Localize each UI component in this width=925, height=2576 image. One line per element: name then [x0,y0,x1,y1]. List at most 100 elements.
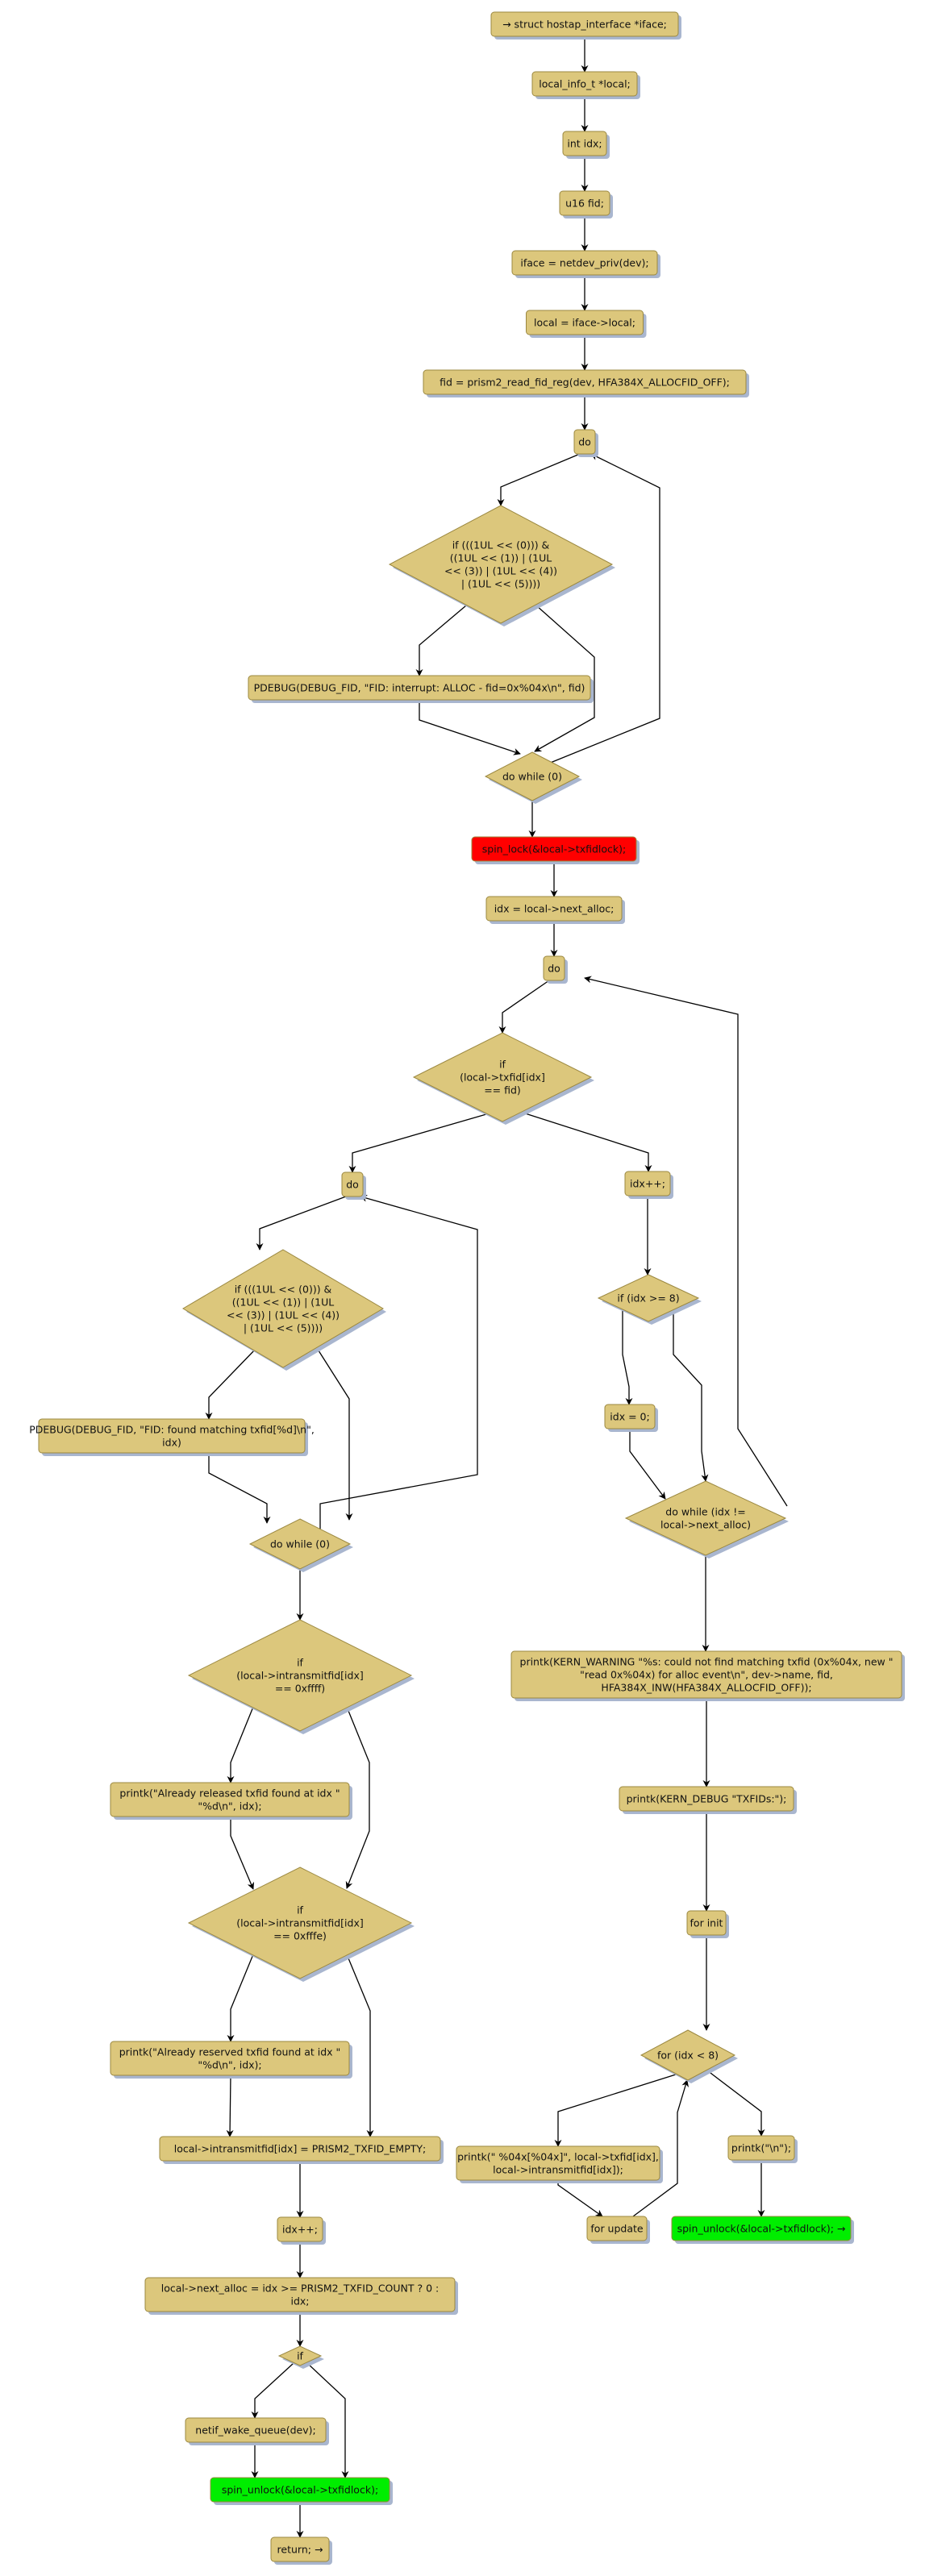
node-label: | (1UL << (5)))) [461,578,540,590]
box-shape [159,2136,441,2162]
box-shape [559,190,610,216]
node-label: do [578,436,591,448]
diamond-shape [187,1619,413,1732]
node-dowhile3[interactable]: do while (0) [248,1518,353,1572]
diamond-shape [412,1032,593,1122]
node-label: return; → [277,2544,323,2556]
node-label: ((1UL << (1)) | (1UL [232,1296,334,1309]
node-idx-next[interactable]: idx = local->next_alloc; [485,896,625,924]
diamond-shape [640,2029,736,2081]
node-label: printk(KERN_WARNING "%s: could not find … [520,1656,894,1668]
flow-edge [208,1453,271,1524]
flow-edge [226,2075,234,2137]
node-label: spin_unlock(&local->txfidlock); [222,2484,378,2496]
node-iface-assign[interactable]: iface = netdev_priv(dev); [511,250,660,278]
box-shape [604,1404,656,1429]
node-if-ffff[interactable]: if(local->intransmitfid[idx]== 0xffff) [187,1619,415,1734]
node-label: << (3)) | (1UL << (4)) [444,565,557,577]
node-unlock-right[interactable]: spin_unlock(&local->txfidlock); → [671,2216,854,2244]
box-shape [38,1418,306,1454]
node-local-assign[interactable]: local = iface->local; [526,310,647,338]
node-label: idx++; [282,2224,318,2236]
node-fid-read[interactable]: fid = prism2_read_fid_reg(dev, HFA384X_A… [423,369,749,397]
flow-edge [306,2362,349,2478]
node-label: PDEBUG(DEBUG_FID, "FID: found matching t… [29,1424,315,1436]
node-local-decl[interactable]: local_info_t *local; [531,71,640,99]
box-shape [573,429,596,455]
node-label: → struct hostap_interface *iface; [502,19,667,31]
node-if-txfid[interactable]: if(local->txfid[idx]== fid) [412,1032,594,1125]
node-if-debug1[interactable]: if (((1UL << (0))) &((1UL << (1)) | (1UL… [388,505,615,626]
box-shape [110,1782,350,1817]
node-idx-inc-left[interactable]: idx++; [277,2216,326,2245]
node-idx-decl[interactable]: int idx; [562,131,610,159]
diamond-shape [248,1518,352,1570]
node-if-small[interactable]: if [277,2345,324,2369]
node-for-update[interactable]: for update [586,2216,650,2244]
node-label: idx = local->next_alloc; [494,903,615,915]
node-label: if [297,1904,303,1916]
node-unlock-left[interactable]: spin_unlock(&local->txfidlock); [210,2477,393,2505]
node-fid-decl[interactable]: u16 fid; [559,190,613,218]
box-shape [531,71,638,97]
node-label: idx) [162,1437,181,1449]
diamond-shape [388,505,614,624]
node-for-init[interactable]: for init [686,1910,729,1938]
box-shape [277,2216,323,2242]
box-shape [686,1910,727,1936]
diamond-shape [484,751,581,801]
diamond-shape [624,1480,787,1556]
node-label: printk("Already released txfid found at … [119,1787,340,1800]
node-wake-queue[interactable]: netif_wake_queue(dev); [185,2417,329,2445]
box-shape [562,131,607,156]
node-if-debug2[interactable]: if (((1UL << (0))) &((1UL << (1)) | (1UL… [182,1249,386,1371]
box-shape [456,2145,660,2181]
node-dowhile2[interactable]: do while (idx !=local->next_alloc) [624,1480,789,1559]
node-spin-lock[interactable]: spin_lock(&local->txfidlock); [471,836,640,864]
flow-edge [632,2079,689,2217]
node-pdebug2[interactable]: PDEBUG(DEBUG_FID, "FID: found matching t… [29,1418,315,1456]
node-label: | (1UL << (5)))) [244,1322,323,1334]
node-label: if (((1UL << (0))) & [235,1284,332,1296]
node-label: fid = prism2_read_fid_reg(dev, HFA384X_A… [440,377,730,389]
flow-edge [205,1347,257,1420]
node-do2[interactable]: do [543,955,568,984]
node-set-empty[interactable]: local->intransmitfid[idx] = PRISM2_TXFID… [159,2136,444,2164]
node-label: local_info_t *local; [539,78,631,90]
flow-edge [415,605,467,676]
node-label: printk("\n"); [731,2142,791,2154]
node-label: if [297,1657,303,1669]
flow-edge [557,2180,603,2217]
node-label: << (3)) | (1UL << (4)) [227,1309,340,1321]
node-printk-txfids[interactable]: printk(KERN_DEBUG "TXFIDs:"); [619,1786,797,1814]
node-pdebug1[interactable]: PDEBUG(DEBUG_FID, "FID: interrupt: ALLOC… [248,675,594,703]
node-dowhile1[interactable]: do while (0) [484,751,582,804]
node-if-fffe[interactable]: if(local->intransmitfid[idx]== 0xfffe) [187,1866,415,1982]
diamond-shape [187,1866,413,1979]
flow-edge [346,1954,374,2137]
node-printk-nl[interactable]: printk("\n"); [727,2135,798,2163]
flow-edge [227,1706,254,1783]
node-printk-warning[interactable]: printk(KERN_WARNING "%s: could not find … [510,1650,905,1701]
node-for-cond[interactable]: for (idx < 8) [640,2029,738,2083]
node-printk-reserved[interactable]: printk("Already reserved txfid found at … [110,2041,352,2079]
node-printk-released[interactable]: printk("Already released txfid found at … [110,1782,352,1820]
node-return[interactable]: return; → [270,2536,332,2565]
node-label: for (idx < 8) [657,2050,719,2062]
flow-edge [497,453,581,506]
node-label: spin_lock(&local->txfidlock); [482,843,627,855]
nodes: → struct hostap_interface *iface; local_i… [29,11,905,2565]
box-shape [671,2216,852,2241]
node-do1[interactable]: do [573,429,598,457]
node-next-alloc[interactable]: local->next_alloc = idx >= PRISM2_TXFID_… [144,2277,458,2315]
node-printk-fids[interactable]: printk(" %04x[%04x]", local->txfid[idx],… [456,2145,663,2183]
node-label: int idx; [567,138,602,150]
node-do3[interactable]: do [341,1171,366,1200]
node-iface-decl[interactable]: → struct hostap_interface *iface; [490,11,681,40]
node-if-idx8[interactable]: if (idx >= 8) [597,1274,702,1325]
flow-edge [498,980,550,1034]
flow-edge [419,700,521,755]
node-idx-zero[interactable]: idx = 0; [604,1404,658,1432]
node-idx-inc-right[interactable]: idx++; [624,1171,673,1199]
